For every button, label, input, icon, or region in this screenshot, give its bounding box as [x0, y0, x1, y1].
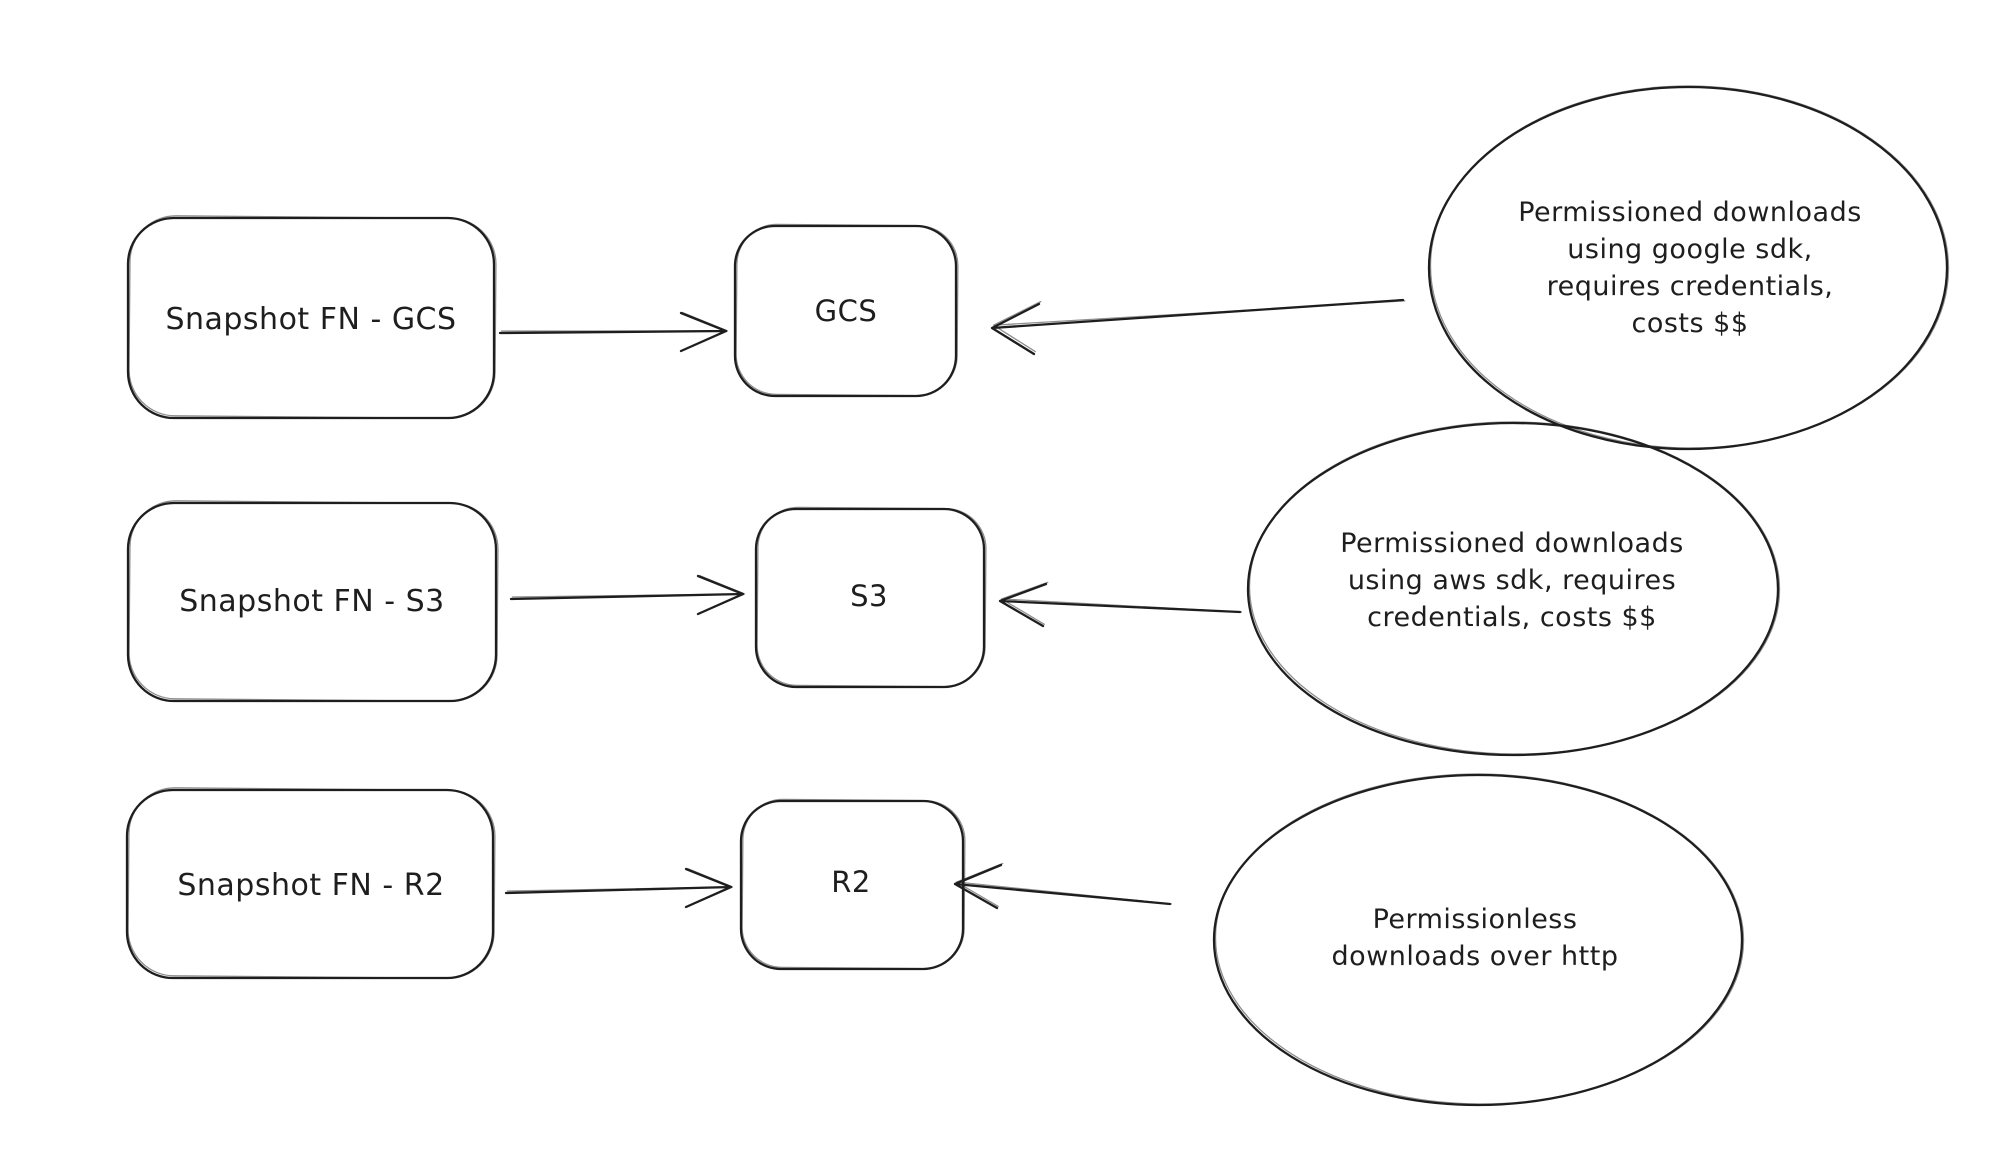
node-snapshot-fn-gcs-label: Snapshot FN - GCS — [165, 302, 456, 337]
arrow-annotation-to-r2 — [953, 862, 1173, 910]
node-r2-label: R2 — [831, 865, 871, 899]
arrow-annotation-to-gcs — [990, 298, 1406, 356]
arrow-line — [953, 863, 1172, 910]
node-r2: R2 — [739, 798, 966, 971]
node-gcs-shape — [733, 224, 958, 398]
annotation-r2: Permissionless downloads over http — [1212, 773, 1745, 1107]
row-gcs: Snapshot FN - GCS GCS Permissioned downl… — [126, 85, 1950, 451]
annotation-s3-line: using aws sdk, requires — [1348, 565, 1676, 596]
node-gcs-label: GCS — [815, 294, 878, 328]
annotation-gcs-line: costs $$ — [1631, 308, 1748, 339]
row-s3: Snapshot FN - S3 S3 Permissioned downloa… — [126, 421, 1781, 757]
annotation-s3-line: Permissioned downloads — [1340, 528, 1684, 559]
annotation-r2-line: downloads over http — [1332, 941, 1619, 972]
node-snapshot-fn-r2-label: Snapshot FN - R2 — [177, 868, 444, 903]
annotation-gcs-line: using google sdk, — [1567, 234, 1812, 265]
row-r2: Snapshot FN - R2 R2 Permissionless downl… — [125, 773, 1745, 1107]
node-s3-shape — [754, 507, 986, 689]
annotation-s3-shape — [1246, 421, 1780, 757]
arrow-annotation-to-s3 — [998, 581, 1243, 628]
arrow-snapshot-gcs-to-gcs — [498, 311, 729, 353]
annotation-s3-line: credentials, costs $$ — [1367, 602, 1657, 633]
annotation-gcs-line: Permissioned downloads — [1518, 197, 1862, 228]
arrow-snapshot-s3-to-s3 — [509, 574, 746, 616]
node-snapshot-fn-r2: Snapshot FN - R2 — [125, 787, 496, 980]
node-snapshot-fn-gcs: Snapshot FN - GCS — [126, 215, 497, 420]
node-snapshot-fn-s3-label: Snapshot FN - S3 — [179, 584, 445, 619]
node-s3: S3 — [754, 506, 987, 689]
annotation-gcs-shape — [1427, 85, 1949, 451]
node-gcs: GCS — [733, 223, 959, 398]
node-snapshot-fn-r2-shape — [125, 788, 495, 980]
annotation-s3: Permissioned downloads using aws sdk, re… — [1246, 421, 1781, 757]
node-snapshot-fn-s3-shape — [126, 501, 498, 703]
arrow-line — [998, 582, 1242, 628]
annotation-r2-shape — [1212, 773, 1744, 1107]
node-s3-label: S3 — [850, 579, 888, 613]
arrow-line — [504, 867, 733, 909]
arrow-line — [498, 311, 728, 353]
arrow-line — [990, 298, 1405, 356]
arrow-line — [509, 574, 745, 616]
annotation-r2-line: Permissionless — [1373, 904, 1578, 935]
annotation-gcs-line: requires credentials, — [1547, 271, 1834, 302]
node-snapshot-fn-s3: Snapshot FN - S3 — [126, 500, 499, 703]
annotation-gcs: Permissioned downloads using google sdk,… — [1427, 85, 1950, 451]
arrow-snapshot-r2-to-r2 — [504, 867, 734, 909]
node-snapshot-fn-gcs-shape — [126, 216, 496, 420]
